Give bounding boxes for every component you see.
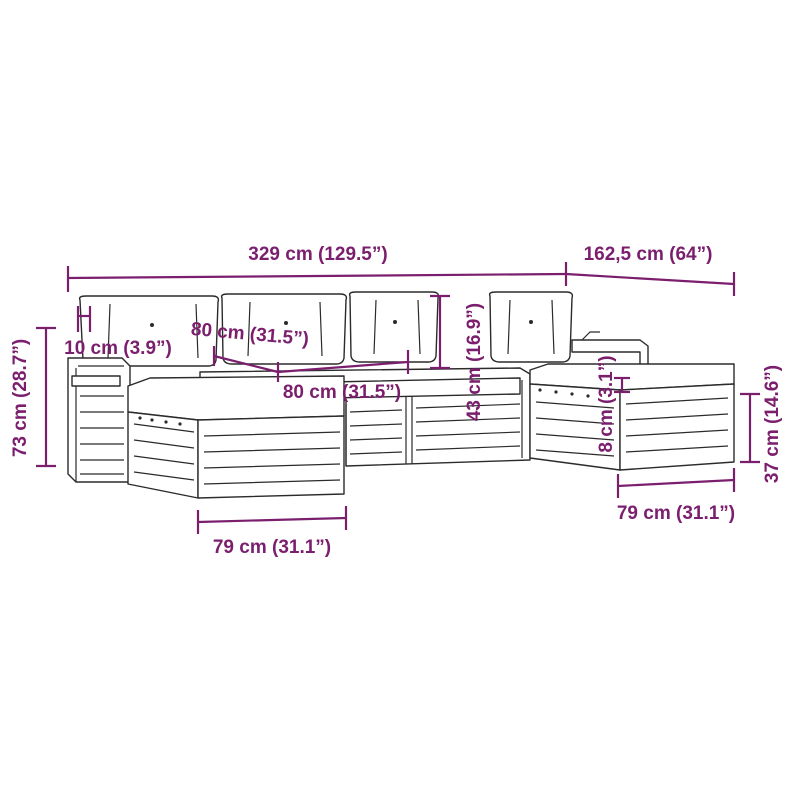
left-corner-module bbox=[67, 357, 131, 483]
depth-label: 162,5 cm (64”) bbox=[584, 244, 713, 265]
total-height-label: 73 cm (28.7”) bbox=[10, 339, 31, 457]
seat-height-label: 37 cm (14.6”) bbox=[762, 365, 783, 483]
seat-width-dimension bbox=[277, 350, 410, 374]
backrest-height-dimension bbox=[430, 294, 450, 370]
garden-sofa-set-illustration bbox=[67, 291, 735, 499]
dimension-labels: 329 cm (129.5”) 162,5 cm (64”) 10 cm (3.… bbox=[10, 244, 783, 558]
total-length-label: 329 cm (129.5”) bbox=[248, 244, 387, 265]
back-cushion-3 bbox=[348, 291, 440, 363]
cushion-thickness-label: 8 cm (3.1”) bbox=[596, 355, 617, 452]
total-height-dimension bbox=[36, 326, 56, 468]
cushion-thickness-dimension bbox=[614, 376, 630, 394]
dimension-lines bbox=[36, 262, 760, 534]
seat-height-dimension bbox=[740, 392, 760, 464]
back-cushions bbox=[78, 291, 574, 367]
ottoman-depth-right-label: 79 cm (31.1”) bbox=[617, 503, 735, 524]
depth-dimension bbox=[565, 272, 736, 296]
backrest-height-label: 43 cm (16.9”) bbox=[464, 303, 485, 421]
ottoman-depth-left-dimension bbox=[196, 506, 348, 534]
ottoman-depth-left-label: 79 cm (31.1”) bbox=[213, 537, 331, 558]
total-length-dimension bbox=[66, 262, 568, 292]
back-cushion-2 bbox=[220, 293, 348, 365]
left-ottoman bbox=[127, 375, 345, 499]
armrest-width-label: 10 cm (3.9”) bbox=[64, 338, 172, 359]
right-ottoman bbox=[529, 363, 735, 471]
back-cushion-4 bbox=[488, 291, 574, 363]
armrest-width-dimension bbox=[76, 306, 92, 332]
ottoman-depth-right-dimension bbox=[616, 468, 736, 498]
seat-width-label: 80 cm (31.5”) bbox=[283, 382, 401, 403]
